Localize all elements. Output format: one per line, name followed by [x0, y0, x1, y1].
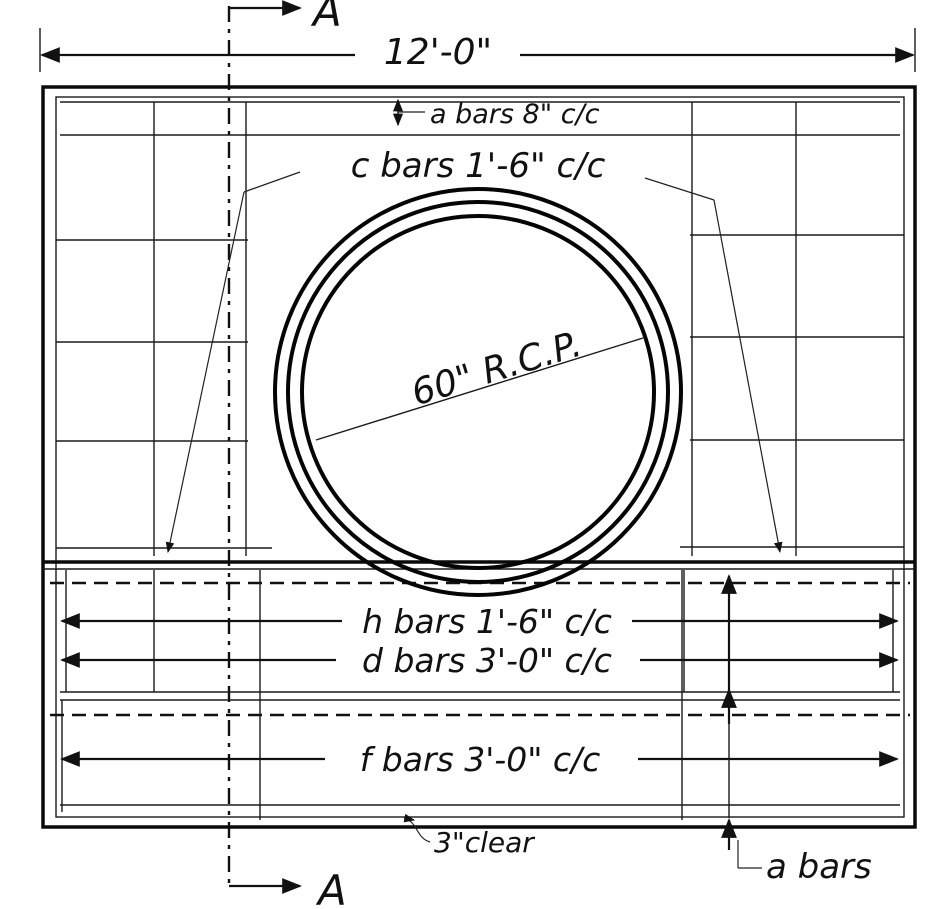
a-bars-vertical-dimension: a bars — [721, 574, 872, 887]
h-bars-label: h bars 1'-6" c/c — [362, 602, 612, 641]
overall-dimension-label: 12'-0" — [384, 32, 492, 73]
upper-reinforcement-grid — [56, 101, 904, 556]
overall-dimension: 12'-0" — [39, 28, 916, 73]
section-marker-top: A — [310, 0, 342, 36]
a-bars-top-callout: a bars 8" c/c — [392, 98, 600, 130]
pipe-label: 60" R.C.P. — [407, 324, 586, 414]
f-bars-callout: f bars 3'-0" c/c — [60, 740, 899, 779]
clear-cover-callout: 3"clear — [403, 813, 535, 859]
d-bars-label: d bars 3'-0" c/c — [362, 641, 612, 680]
pipe-60in-rcp: 60" R.C.P. — [273, 187, 683, 597]
d-bars-callout: d bars 3'-0" c/c — [60, 641, 899, 680]
section-marker-bottom: A — [315, 866, 347, 909]
c-bars-callout: c bars 1'-6" c/c — [165, 146, 783, 554]
a-bars-top-label: a bars 8" c/c — [430, 99, 600, 130]
c-bars-label: c bars 1'-6" c/c — [351, 146, 606, 186]
f-bars-label: f bars 3'-0" c/c — [360, 740, 601, 779]
a-bars-bottom-label: a bars — [766, 847, 872, 887]
clear-label: 3"clear — [434, 826, 535, 859]
section-cut-a: A A — [227, 0, 347, 909]
h-bars-callout: h bars 1'-6" c/c — [60, 602, 899, 641]
lower-reinforcement — [50, 570, 910, 820]
